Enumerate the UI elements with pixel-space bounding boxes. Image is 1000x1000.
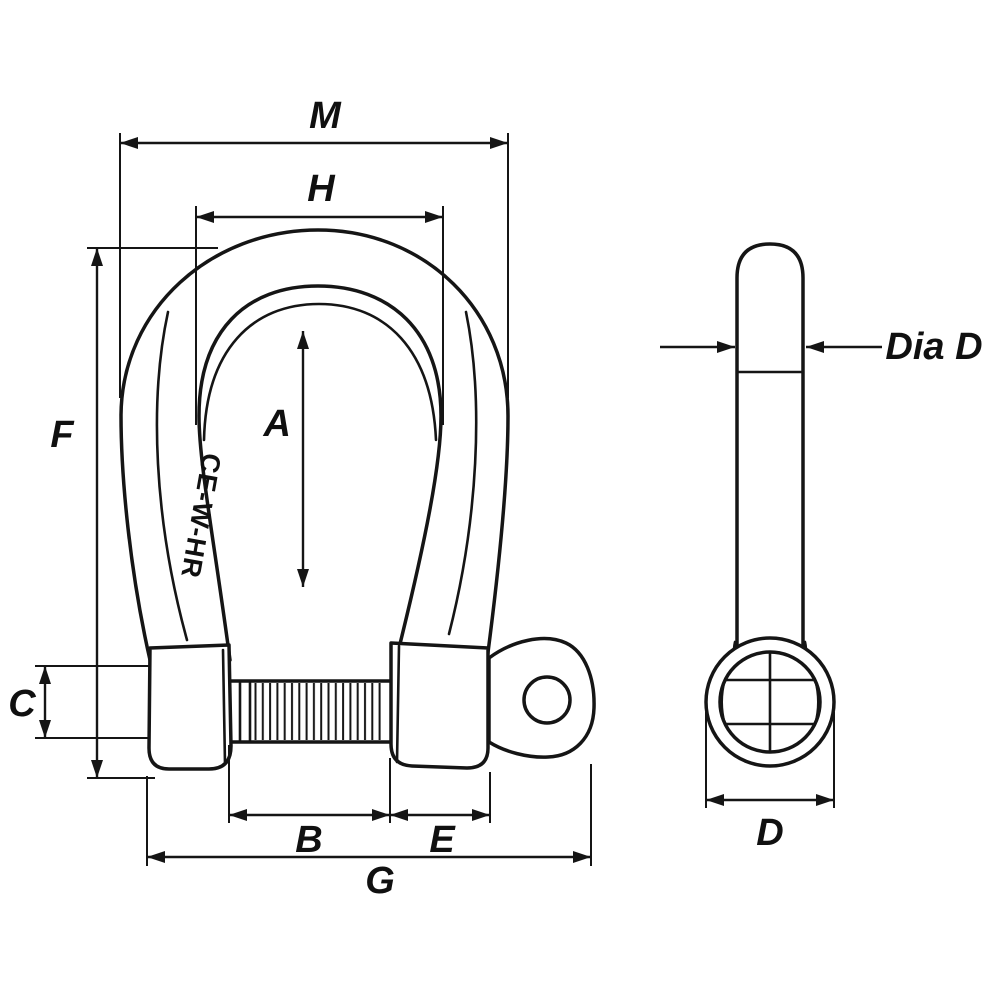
dimension-label-b: B <box>295 819 322 861</box>
dimension-label-g: G <box>365 860 395 902</box>
front-view: CE-W-HR M H F A <box>8 95 596 902</box>
dimension-H: H <box>195 168 444 425</box>
left-ear-detail-line <box>221 648 227 766</box>
dimension-label-e: E <box>429 819 456 861</box>
dimension-D: D <box>705 712 835 854</box>
dimension-C: C <box>8 665 150 739</box>
dimension-label-dia-d: Dia D <box>885 326 982 368</box>
pin-knurl-texture <box>252 683 383 740</box>
pin-end-cap-right <box>814 679 819 725</box>
pin-shaft <box>735 242 805 650</box>
dimension-label-a: A <box>263 403 291 445</box>
dimension-label-c: C <box>8 683 36 725</box>
dimension-E: E <box>390 772 491 861</box>
bow-body <box>119 228 510 662</box>
pin-end-cap-left <box>721 679 726 725</box>
bow-right-limb-line <box>447 310 478 636</box>
bow-left-limb-line <box>155 310 189 642</box>
dimension-M: M <box>119 95 509 398</box>
dimension-DiaD: Dia D <box>660 326 983 368</box>
dimension-G: G <box>146 764 592 902</box>
bow-inner-tube-line <box>202 302 438 442</box>
dimension-label-f: F <box>50 414 75 456</box>
right-ear <box>389 641 490 770</box>
dimension-label-h: H <box>307 168 336 210</box>
dimension-A: A <box>263 331 309 587</box>
side-view: Dia D D <box>660 242 983 854</box>
dimension-label-m: M <box>309 95 342 137</box>
pin-eye-hole <box>522 675 572 725</box>
dimension-label-d: D <box>756 812 783 854</box>
dimension-F: F <box>50 247 218 779</box>
right-ear-detail-line <box>395 644 401 764</box>
left-ear <box>147 643 233 771</box>
dimension-B: B <box>228 745 391 861</box>
